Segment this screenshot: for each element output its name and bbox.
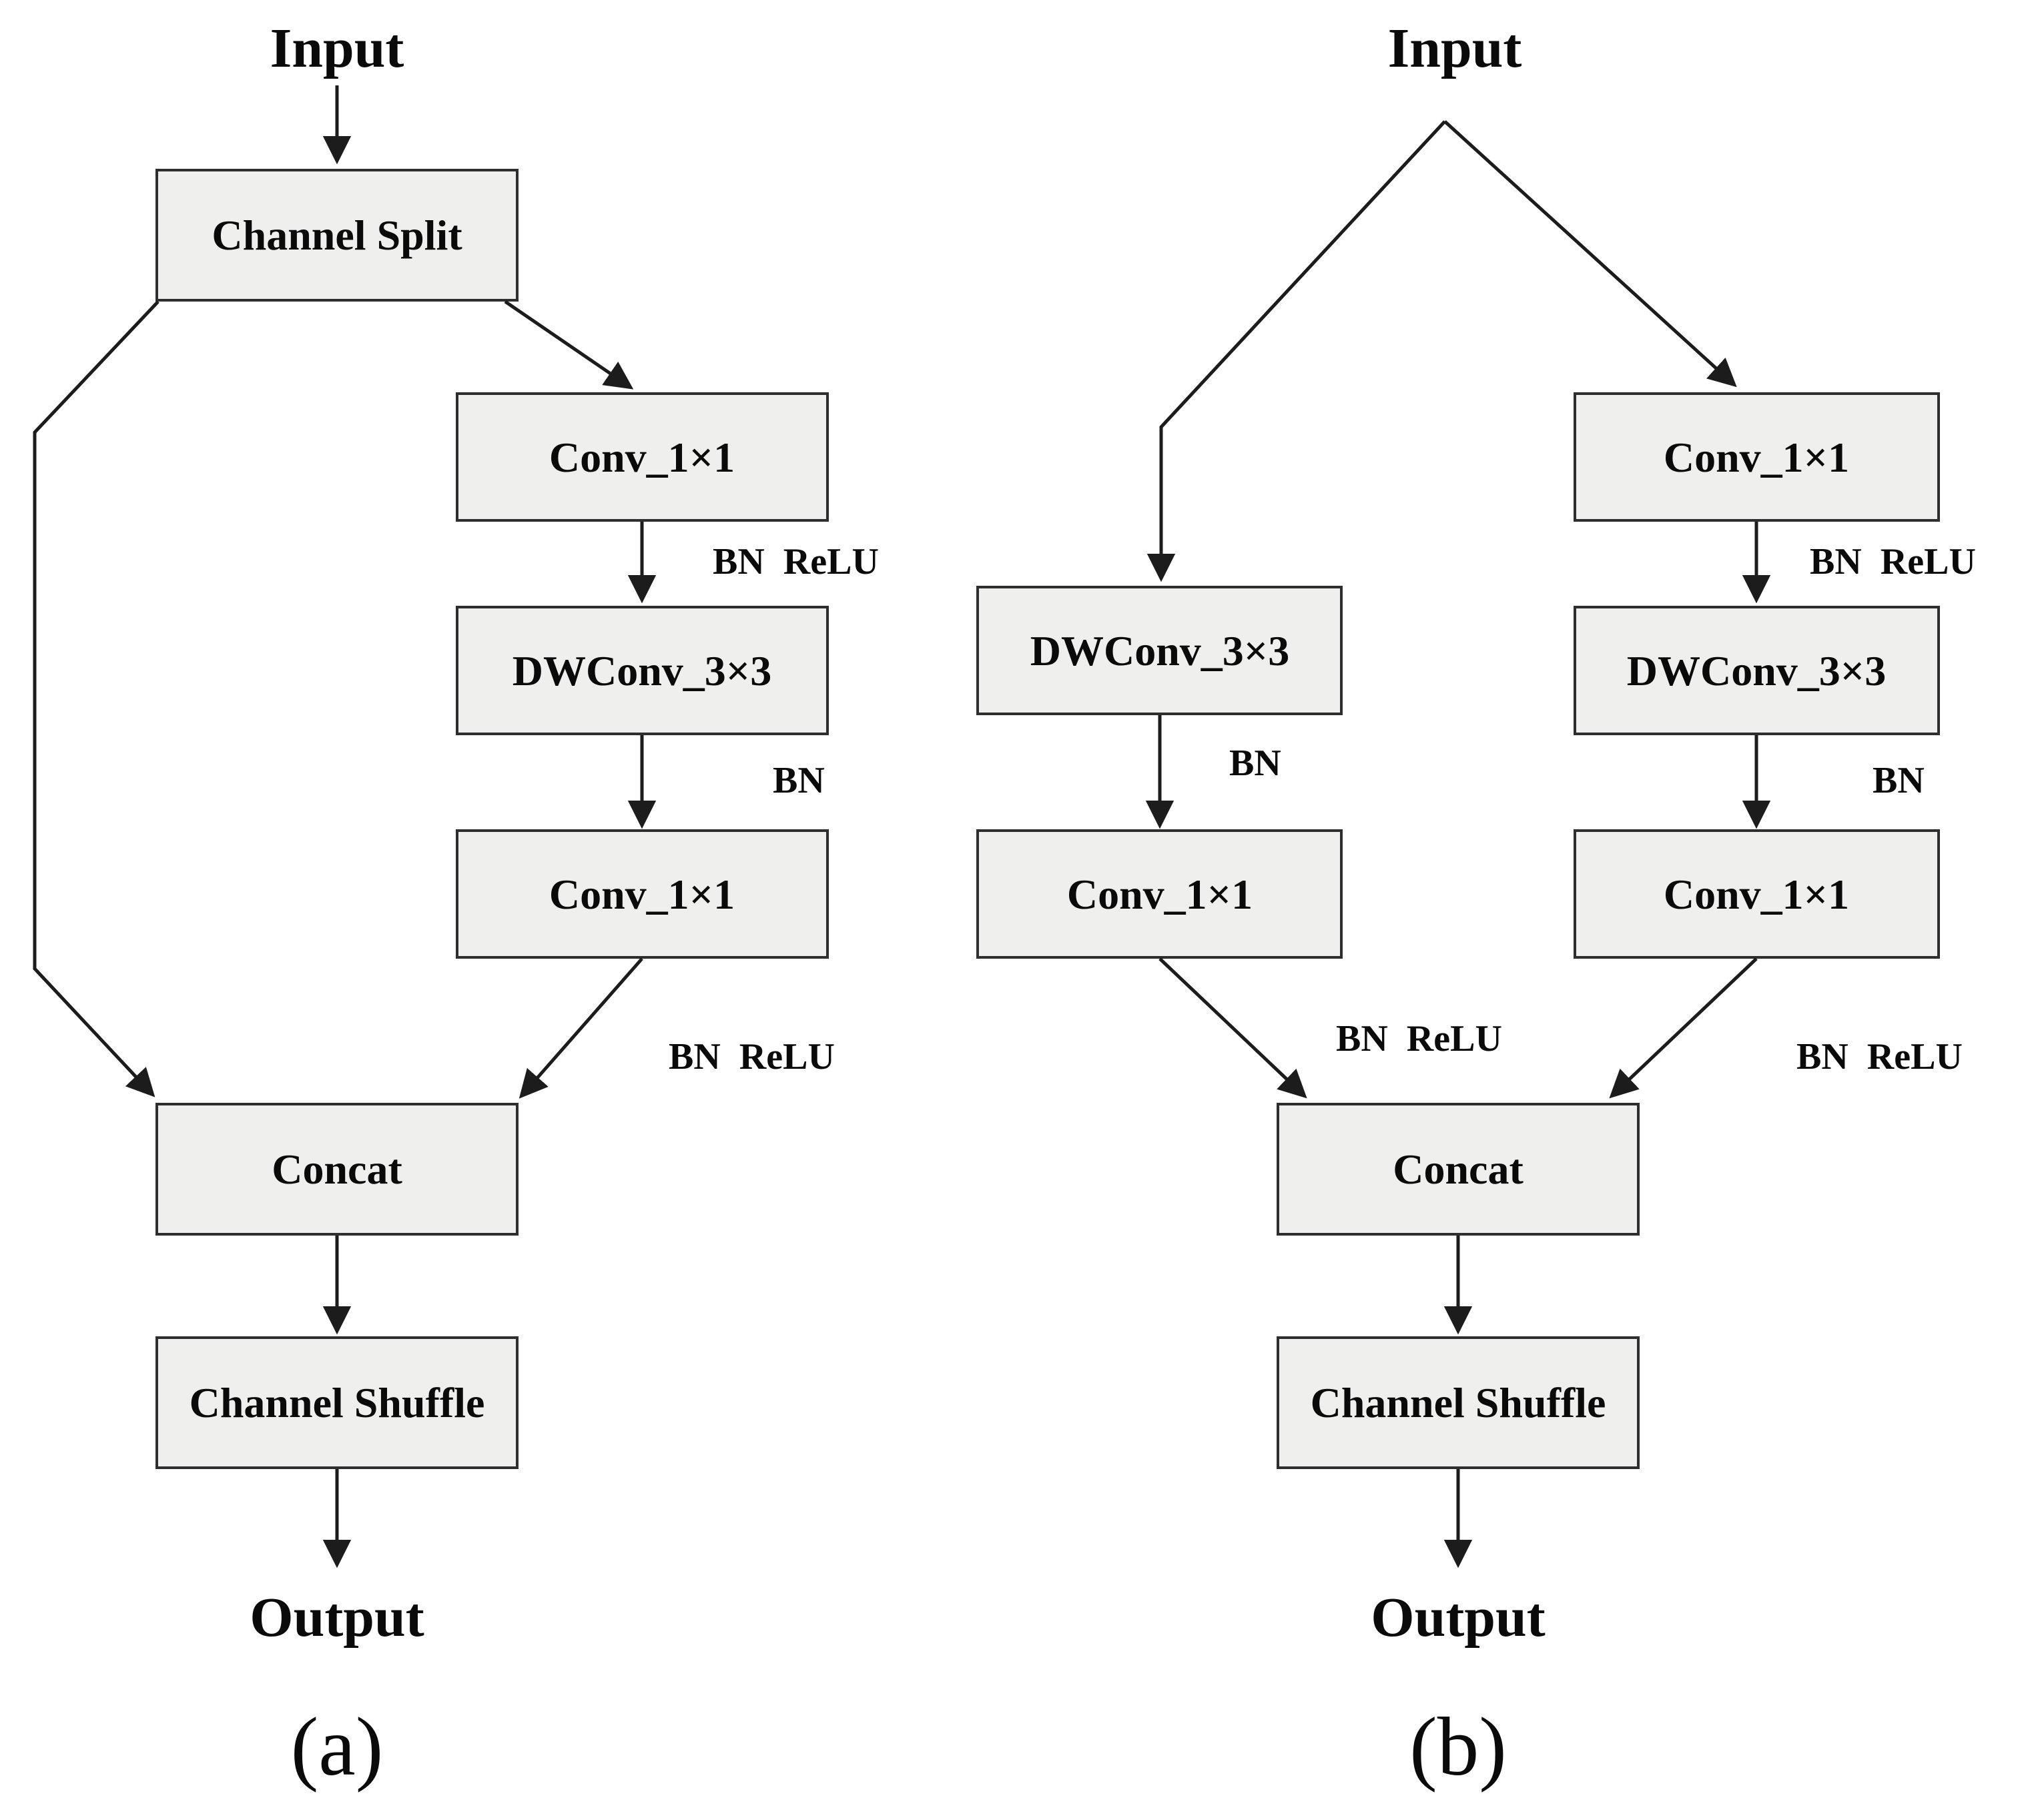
concat-box (155, 1103, 519, 1236)
caption-b: (b) (1409, 1701, 1507, 1793)
conv1x1-box-right-1 (1574, 392, 1940, 522)
conv1x1-box-1 (456, 392, 829, 522)
skip-connection-arrow (33, 300, 159, 1097)
conv-to-concat-arrow-left (1158, 957, 1307, 1099)
caption-a: (a) (291, 1701, 384, 1793)
conv1x1-label-right-2: Conv_1×1 (1664, 871, 1849, 918)
dwconv3x3-label: DWConv_3×3 (513, 647, 772, 695)
concat-box (1277, 1103, 1640, 1236)
conv1x1-box-2 (456, 829, 829, 959)
conv1x1-label-right-1: Conv_1×1 (1664, 434, 1849, 481)
bn-relu-label-1: BN ReLU (713, 541, 879, 582)
bn-relu-label-2: BN ReLU (669, 1036, 835, 1077)
output-label: Output (250, 1586, 424, 1649)
diagram-a: Input Channel Split Conv_1×1 BN ReLU DWC… (33, 17, 879, 1793)
conv1x1-label-2: Conv_1×1 (549, 871, 735, 918)
input-label: Input (1388, 17, 1522, 79)
output-label: Output (1371, 1586, 1545, 1649)
channel-shuffle-box (1277, 1336, 1640, 1469)
channel-shuffle-label: Channel Shuffle (1311, 1379, 1606, 1426)
diagram-b: Input DWConv_3×3 BN Conv_1×1 BN ReLU Con… (976, 17, 1976, 1793)
dwconv3x3-label-right: DWConv_3×3 (1627, 647, 1887, 695)
bn-label: BN (773, 760, 825, 801)
input-to-conv-arrow (1443, 120, 1737, 388)
dwconv3x3-label-left: DWConv_3×3 (1030, 627, 1290, 674)
input-to-dwconv-arrow (1146, 120, 1446, 582)
bn-relu-label-right-2: BN ReLU (1796, 1036, 1963, 1077)
dwconv3x3-box (456, 606, 829, 735)
bn-label-right: BN (1873, 760, 1925, 801)
bn-relu-label-left: BN ReLU (1336, 1018, 1502, 1059)
channel-shuffle-label: Channel Shuffle (190, 1379, 485, 1426)
conv1x1-label-1: Conv_1×1 (549, 434, 735, 481)
conv2-to-concat-arrow (519, 957, 643, 1099)
bn-relu-label-right-1: BN ReLU (1810, 541, 1976, 582)
conv1x1-label-left: Conv_1×1 (1067, 871, 1253, 918)
dwconv3x3-box-left (976, 586, 1343, 715)
dwconv3x3-box-right (1574, 606, 1940, 735)
conv2-to-concat-arrow-right (1609, 957, 1758, 1099)
channel-shuffle-box (155, 1336, 519, 1469)
conv1x1-box-right-2 (1574, 829, 1940, 959)
concat-label: Concat (1393, 1146, 1524, 1193)
conv1x1-box-left (976, 829, 1343, 959)
channel-split-label: Channel Split (212, 211, 462, 259)
concat-label: Concat (272, 1146, 402, 1193)
channel-split-box (155, 169, 519, 302)
split-to-conv-arrow (504, 300, 634, 390)
input-label: Input (270, 17, 404, 79)
bn-label-left: BN (1229, 743, 1281, 784)
